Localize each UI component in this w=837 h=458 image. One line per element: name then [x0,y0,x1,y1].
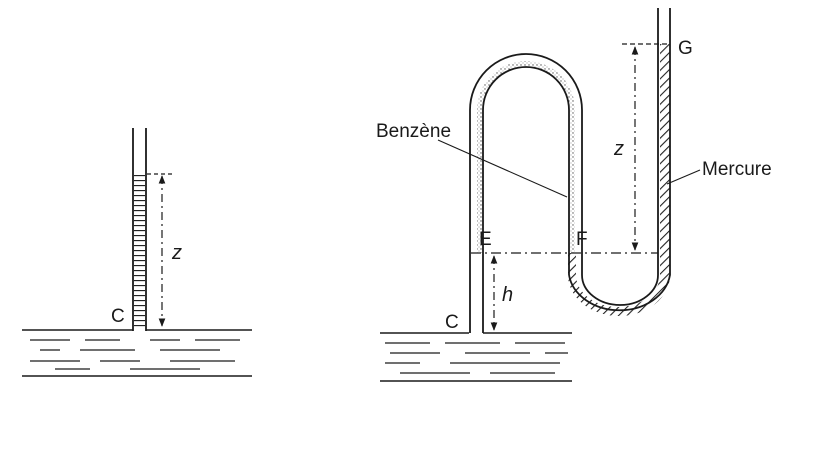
height-z-label: z [613,138,624,160]
point-c-label: C [445,312,459,333]
left-point-c-label: C [111,306,125,327]
right-figure: h z C E F G Benzène Mercure [376,8,772,382]
u-tube [469,8,671,333]
right-z-dimension [622,43,670,251]
mercury-label: Mercure [702,159,772,180]
left-figure: z C [22,128,252,377]
left-height-label: z [171,242,182,264]
height-h-label: h [502,284,513,306]
mercury-fill [568,44,670,316]
left-reservoir [22,329,252,377]
point-e-label: E [479,229,492,250]
leader-lines [437,139,701,198]
point-g-label: G [678,38,693,59]
left-tube [132,128,147,331]
left-z-dimension [147,173,172,327]
benzene-label: Benzène [376,121,451,142]
benzene-fill [477,61,575,253]
point-f-label: F [576,229,588,250]
right-reservoir [380,332,572,382]
